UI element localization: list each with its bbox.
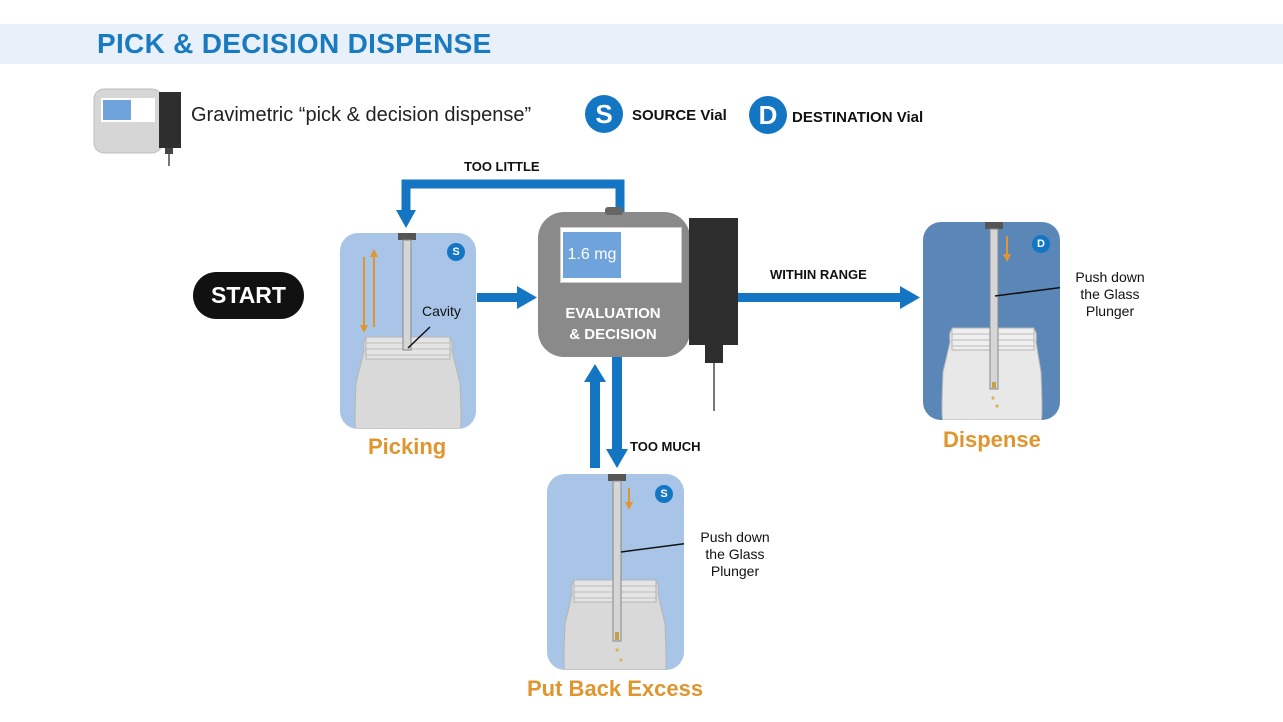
dispense-needle: [713, 363, 715, 411]
destination-badge: D: [749, 96, 787, 134]
evaluation-line2: & DECISION: [569, 326, 657, 343]
dispense-destination-badge: D: [1032, 235, 1050, 253]
destination-label: DESTINATION Vial: [792, 109, 924, 126]
put-back-note-line1: Push down: [700, 529, 770, 545]
dispense-note-line1: Push down: [1075, 269, 1145, 285]
dispense-note-line3: Plunger: [1085, 303, 1135, 319]
dispense-panel: [923, 222, 1060, 420]
picking-title: Picking: [368, 434, 447, 459]
too-much-label: TOO MUCH: [630, 439, 701, 454]
put-back-title: Put Back Excess: [527, 676, 704, 701]
dispense-note-line2: the Glass: [1080, 286, 1140, 302]
dispense-head: [689, 218, 738, 345]
cavity-note: Cavity: [422, 303, 461, 319]
put-back-note-line2: the Glass: [705, 546, 765, 562]
within-range-arrow: [737, 286, 920, 309]
evaluation-line1: EVALUATION: [565, 305, 661, 322]
instrument-icon: [93, 88, 185, 173]
put-back-source-badge: S: [655, 485, 673, 503]
balance-display: 1.6 mg: [560, 227, 682, 283]
display-value: 1.6 mg: [563, 232, 621, 278]
put-back-note: Push down the Glass Plunger: [691, 529, 779, 580]
source-label: SOURCE Vial: [632, 107, 727, 124]
within-range-label: WITHIN RANGE: [770, 267, 867, 282]
source-badge: S: [585, 95, 623, 133]
start-button[interactable]: START: [193, 272, 304, 319]
dispense-note: Push down the Glass Plunger: [1066, 269, 1154, 320]
to-balance-arrow: [477, 286, 537, 309]
put-back-note-line3: Plunger: [710, 563, 760, 579]
balance-top-cap: [605, 207, 623, 215]
dispense-title: Dispense: [943, 427, 1041, 452]
too-little-label: TOO LITTLE: [464, 159, 540, 174]
too-much-arrow: [606, 355, 628, 468]
put-back-panel: [547, 474, 684, 670]
title-band: [0, 24, 1283, 64]
picking-panel: [340, 233, 476, 429]
return-arrow: [584, 364, 606, 468]
legend-description: Gravimetric “pick & decision dispense”: [191, 104, 532, 126]
picking-source-badge: S: [447, 243, 465, 261]
page-title: PICK & DECISION DISPENSE: [97, 28, 492, 59]
dispense-head-nozzle: [705, 345, 723, 363]
evaluation-label: EVALUATION & DECISION: [548, 303, 678, 345]
